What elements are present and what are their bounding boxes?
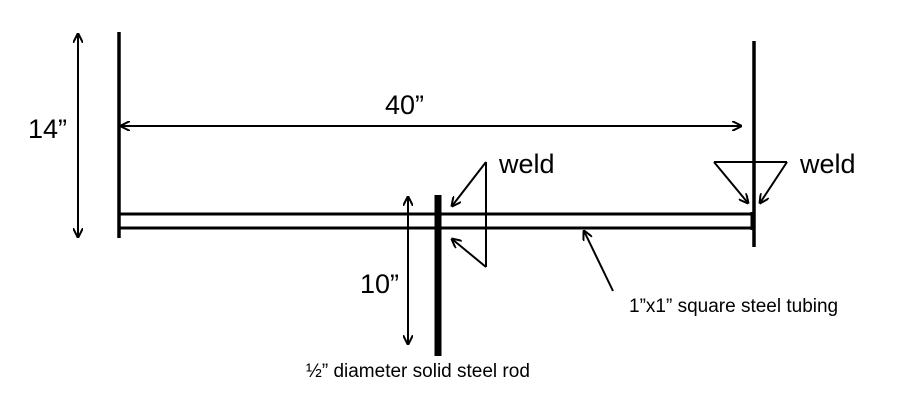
rod-dimension-label: 10” bbox=[360, 269, 399, 299]
center-weld-symbol bbox=[452, 161, 487, 268]
tubing-callout-leader bbox=[584, 231, 614, 292]
span-dimension-label: 40” bbox=[385, 90, 424, 120]
right-weld-symbol bbox=[713, 161, 788, 203]
tubing-callout-label: 1”x1” square steel tubing bbox=[629, 296, 838, 317]
center-weld-label: weld bbox=[498, 149, 555, 179]
height-dimension-label: 14” bbox=[28, 114, 67, 144]
rod-callout-label: ½” diameter solid steel rod bbox=[306, 361, 530, 382]
right-weld-label: weld bbox=[799, 149, 856, 179]
